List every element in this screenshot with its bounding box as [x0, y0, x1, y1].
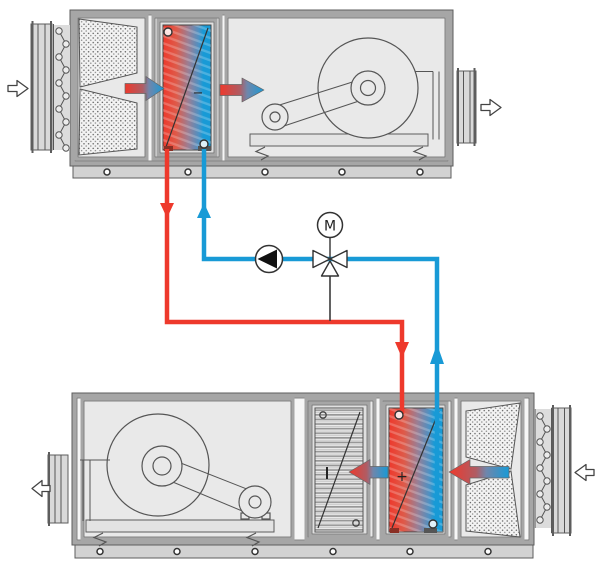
top-fan-icon: [249, 37, 440, 161]
rail-hole: [261, 168, 269, 176]
top-airflow-arrow-after-coil: [219, 77, 265, 103]
cold-flow-arrow-up: [197, 203, 211, 218]
three-way-valve-icon: [312, 237, 348, 277]
bottom-inlet-duct: [551, 405, 572, 536]
bottom-fan-icon: [80, 413, 275, 547]
valve-motor-label: M: [324, 219, 336, 235]
cooling-sign: −: [193, 86, 204, 101]
coil-connection: [352, 519, 360, 527]
rail-hole: [184, 168, 192, 176]
hydraulic-loop: M: [160, 27, 444, 529]
rail-hole: [406, 547, 414, 556]
vibration-spring: [92, 532, 108, 547]
belt: [269, 78, 363, 109]
fan-base-plate: [249, 133, 429, 147]
vibration-spring: [412, 146, 428, 161]
heating-sign: +: [396, 469, 408, 485]
coil-foot: [390, 528, 399, 533]
top-inlet-airflow-arrow: [7, 79, 29, 98]
rail-hole: [103, 168, 111, 176]
cold-flow-arrow-up: [430, 344, 444, 364]
hot-flow-arrow-down: [395, 342, 409, 358]
top-coil-port: [199, 139, 209, 149]
hot-pipe: [164, 149, 405, 414]
vibration-spring: [245, 532, 261, 547]
bottom-filter-icon: [465, 402, 521, 538]
top-unit-base-rail: [72, 165, 452, 179]
top-heat-recovery-coil: −: [156, 18, 218, 157]
rail-hole: [96, 547, 104, 556]
bottom-coil-port: [394, 410, 404, 420]
bottom-airflow-arrow-into-coil: [448, 459, 510, 485]
top-filter-icon: [78, 18, 138, 156]
bottom-airflow-arrow-after-coil: [348, 459, 389, 485]
top-airflow-arrow-into-coil: [124, 76, 165, 101]
rail-hole: [416, 168, 424, 176]
pump-icon: [254, 244, 284, 274]
top-flexible-connector: [53, 24, 70, 152]
bottom-flexible-connector: [534, 408, 552, 533]
rail-hole: [484, 547, 492, 556]
bottom-outlet-duct: [47, 452, 69, 526]
bottom-outlet-airflow-arrow: [31, 479, 51, 498]
fan-base-plate: [85, 519, 275, 533]
top-coil-port: [163, 27, 173, 37]
rail-hole: [251, 547, 259, 556]
top-air-handling-unit: −: [7, 9, 502, 179]
rail-hole: [338, 168, 346, 176]
top-inlet-duct: [30, 21, 53, 153]
coil-connection: [319, 411, 327, 419]
bottom-unit-base-rail: [74, 544, 534, 559]
bottom-inlet-airflow-arrow: [574, 463, 595, 482]
bottom-air-handling-unit: +: [31, 392, 595, 559]
coil-foot: [164, 146, 173, 151]
coil-foot: [424, 528, 437, 533]
bottom-coil-port: [428, 519, 438, 529]
valve-motor-actuator-icon: M: [316, 211, 344, 239]
vibration-spring: [254, 146, 270, 161]
rail-hole: [173, 547, 181, 556]
top-outlet-duct: [456, 68, 477, 146]
hot-flow-arrow-down: [160, 203, 174, 218]
top-outlet-airflow-arrow: [480, 98, 502, 117]
rail-hole: [329, 547, 337, 556]
